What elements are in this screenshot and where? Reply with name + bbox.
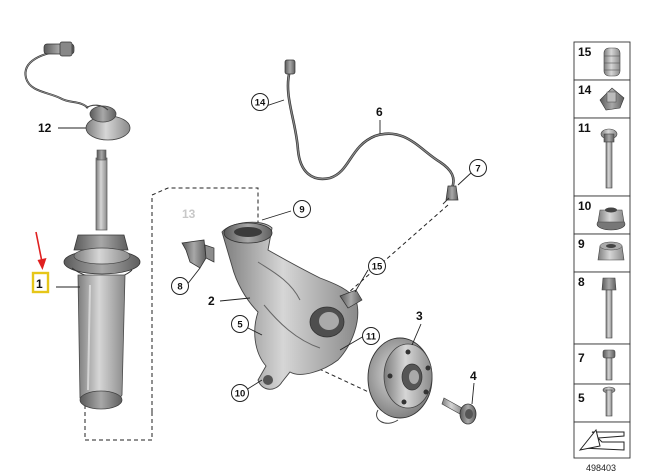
svg-text:9: 9: [299, 205, 304, 216]
svg-text:9: 9: [578, 237, 585, 251]
svg-text:10: 10: [578, 199, 592, 213]
callout-8[interactable]: 8: [171, 277, 189, 295]
callout-1[interactable]: 1: [31, 271, 50, 294]
callout-1-text: 1: [36, 277, 43, 291]
svg-text:7: 7: [578, 351, 585, 365]
legend-item-9[interactable]: 9: [573, 233, 631, 273]
wheel-hub: [367, 337, 433, 424]
speed-sensor-cable: [284, 59, 459, 205]
torx-bolt-icon: [602, 349, 616, 381]
callout-9[interactable]: 9: [293, 200, 311, 218]
catalog-number: 498403: [586, 463, 616, 473]
legend-item-5[interactable]: 5: [573, 383, 631, 423]
svg-text:5: 5: [237, 320, 243, 331]
callout-5[interactable]: 5: [231, 315, 249, 333]
svg-text:5: 5: [578, 391, 585, 405]
legend-item-7[interactable]: 7: [573, 343, 631, 385]
legend-item-10[interactable]: 10: [573, 195, 631, 235]
top-mount-wiring: [24, 41, 89, 109]
svg-text:10: 10: [235, 389, 246, 400]
legend-item-14[interactable]: 14: [573, 79, 631, 119]
legend-item-8[interactable]: 8: [573, 271, 631, 345]
svg-text:7: 7: [475, 164, 480, 175]
direction-arrow-icon: [578, 428, 625, 451]
legend-panel: 15 14 11: [573, 41, 631, 473]
flange-nut-icon: [596, 207, 626, 231]
assembly-outline: [84, 398, 153, 441]
top-mount-cap: [85, 104, 131, 141]
callout-6[interactable]: 6: [376, 105, 383, 119]
sensor-route: [339, 204, 449, 301]
short-bolt-icon: [602, 386, 616, 417]
long-bolt-icon: [601, 277, 617, 339]
callout-14[interactable]: 14: [251, 93, 269, 111]
red-arrow-icon: [35, 231, 47, 270]
callout-3[interactable]: 3: [416, 309, 423, 323]
callout-13[interactable]: 13: [182, 207, 196, 221]
assembly-outline-knuckle: [151, 187, 259, 412]
callout-10[interactable]: 10: [231, 384, 249, 402]
flange-bolt-icon: [600, 128, 618, 189]
steering-knuckle: [221, 221, 363, 390]
bracket-13: [181, 239, 215, 269]
strut-assembly: [63, 149, 141, 410]
svg-text:14: 14: [578, 83, 592, 97]
callout-15[interactable]: 15: [368, 257, 386, 275]
direction-arrow-box: [573, 421, 631, 459]
legend-item-11[interactable]: 11: [573, 117, 631, 197]
svg-text:11: 11: [578, 121, 591, 135]
svg-text:15: 15: [372, 262, 383, 273]
hex-nut-icon: [597, 241, 625, 261]
callout-4[interactable]: 4: [470, 369, 477, 383]
callout-11[interactable]: 11: [362, 327, 380, 345]
svg-text:8: 8: [177, 282, 182, 293]
svg-text:8: 8: [578, 275, 585, 289]
callout-7[interactable]: 7: [469, 159, 487, 177]
clip-icon: [599, 87, 625, 111]
highlight-box: [31, 271, 50, 294]
hub-bolt: [441, 397, 477, 425]
svg-text:15: 15: [578, 45, 592, 59]
callout-12[interactable]: 12: [38, 121, 52, 135]
bump-stop-icon: [603, 47, 621, 77]
svg-text:11: 11: [366, 332, 377, 343]
callout-2[interactable]: 2: [208, 294, 215, 308]
svg-text:14: 14: [255, 98, 266, 109]
legend-item-15[interactable]: 15: [573, 41, 631, 81]
